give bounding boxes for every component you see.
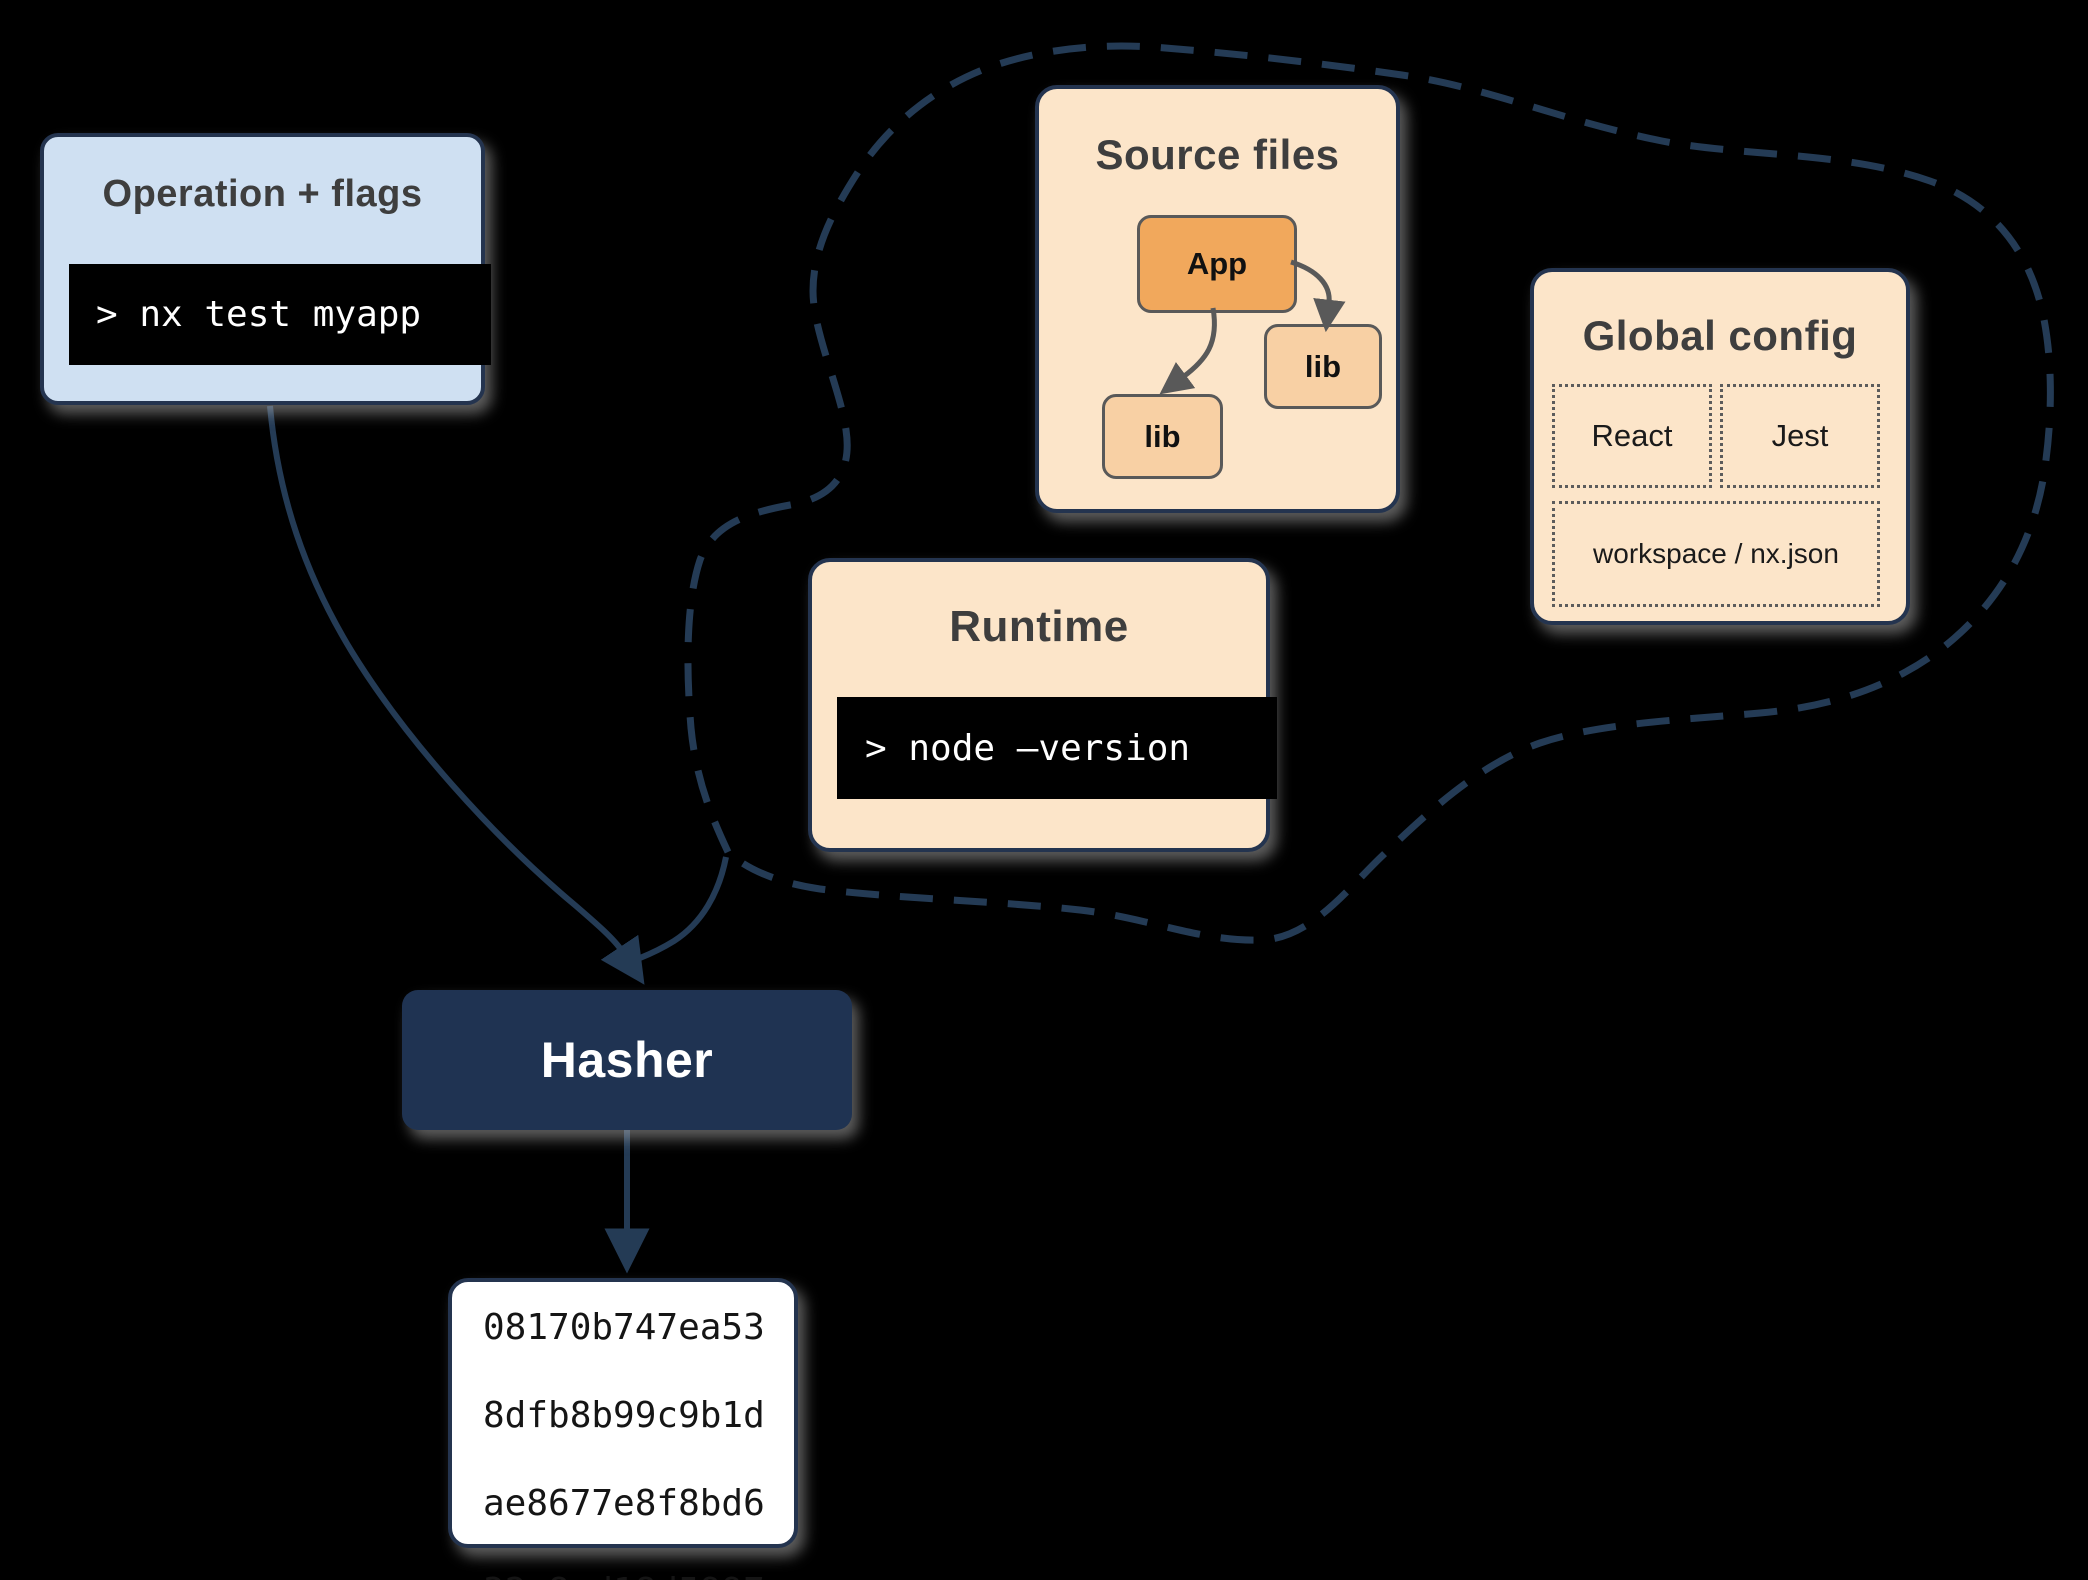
react-label: React — [1591, 418, 1673, 453]
global-config-item-jest: Jest — [1720, 384, 1880, 488]
runtime-command: > node –version — [865, 727, 1191, 769]
workspace-label: workspace / nx.json — [1593, 538, 1839, 569]
hasher-node: Hasher — [402, 990, 852, 1130]
jest-label: Jest — [1771, 418, 1829, 453]
operation-command: > nx test myapp — [96, 294, 422, 335]
hash-value: 08170b747ea53 8dfb8b99c9b1d ae8677e8f8bd… — [483, 1306, 794, 1580]
global-config-item-react: React — [1552, 384, 1712, 488]
runtime-terminal: > node –version — [837, 697, 1277, 799]
app-node-label: App — [1186, 246, 1248, 281]
global-config-title: Global config — [1582, 312, 1858, 359]
lib-node-left: lib — [1102, 394, 1223, 479]
hash-line: 8dfb8b99c9b1d — [483, 1395, 765, 1436]
cloud-to-hasher-arrow — [638, 856, 729, 961]
operation-to-hasher-arrow — [267, 405, 645, 985]
runtime-card: Runtime > node –version — [808, 558, 1277, 852]
global-config-card: Global config React Jest workspace / nx.… — [1530, 268, 1910, 625]
runtime-title: Runtime — [949, 602, 1129, 651]
hash-output-card: 08170b747ea53 8dfb8b99c9b1d ae8677e8f8bd… — [448, 1278, 798, 1580]
operation-terminal: > nx test myapp — [69, 264, 491, 365]
app-node: App — [1137, 215, 1297, 313]
source-files-title: Source files — [1095, 131, 1340, 178]
lib-node-left-label: lib — [1144, 418, 1181, 454]
hash-line: 32a8cd18d5997 — [483, 1571, 765, 1580]
operation-flags-title: Operation + flags — [102, 173, 423, 215]
global-config-item-workspace: workspace / nx.json — [1552, 501, 1880, 607]
hash-line: ae8677e8f8bd6 — [483, 1483, 765, 1524]
hash-line: 08170b747ea53 — [483, 1307, 765, 1348]
hasher-label: Hasher — [540, 1032, 714, 1088]
lib-node-right-label: lib — [1304, 348, 1342, 384]
operation-flags-card: Operation + flags > nx test myapp — [40, 133, 491, 405]
lib-node-right: lib — [1264, 324, 1382, 409]
source-files-card: Source files App lib lib — [1035, 85, 1400, 513]
